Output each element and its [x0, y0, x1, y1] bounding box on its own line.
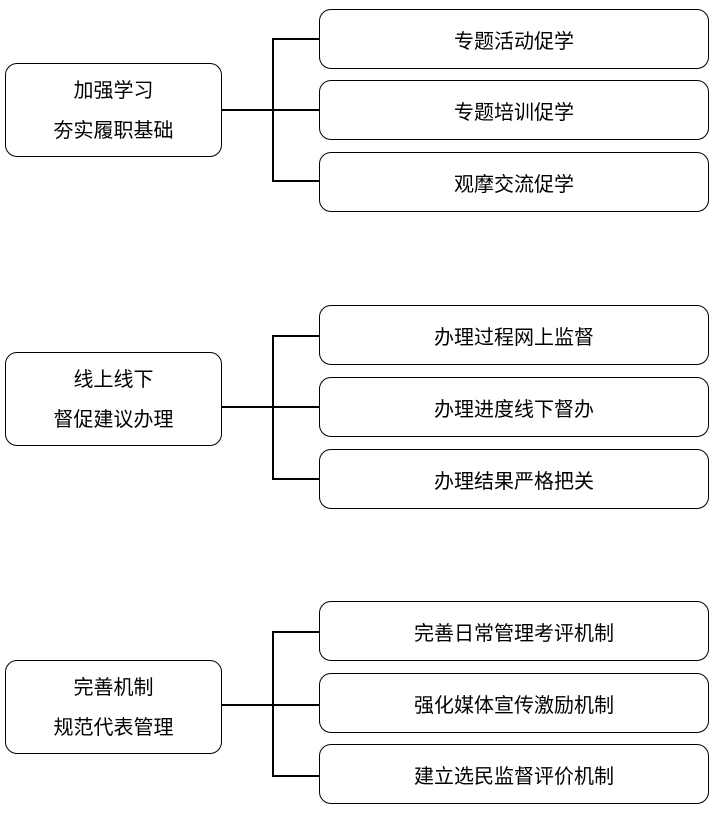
- item-box-3-1: 完善日常管理考评机制: [319, 601, 709, 661]
- connector-branch-1-1: [272, 38, 319, 40]
- item-label-3-2: 强化媒体宣传激励机制: [414, 692, 614, 717]
- item-box-2-1: 办理过程网上监督: [319, 305, 709, 365]
- connector-branch-1-2: [272, 109, 319, 111]
- connector-branch-3-1: [272, 631, 319, 633]
- main-box-1-line-2: 夯实履职基础: [53, 118, 174, 142]
- main-box-2-line-1: 线上线下: [73, 367, 154, 391]
- item-label-2-1: 办理过程网上监督: [434, 324, 594, 349]
- item-box-1-2: 专题培训促学: [319, 80, 709, 140]
- item-label-3-3: 建立选民监督评价机制: [414, 763, 614, 788]
- item-box-3-2: 强化媒体宣传激励机制: [319, 673, 709, 733]
- item-label-2-3: 办理结果严格把关: [434, 468, 594, 493]
- main-box-3-line-1: 完善机制: [73, 675, 154, 699]
- connector-branch-2-2: [272, 406, 319, 408]
- connector-branch-1-3: [272, 180, 319, 182]
- item-label-1-2: 专题培训促学: [454, 99, 574, 124]
- item-label-2-2: 办理进度线下督办: [434, 396, 594, 421]
- main-box-1: 加强学习 夯实履职基础: [5, 63, 222, 157]
- connector-main-2: [222, 406, 273, 408]
- item-box-1-1: 专题活动促学: [319, 9, 709, 69]
- main-box-2: 线上线下 督促建议办理: [5, 352, 222, 446]
- item-box-1-3: 观摩交流促学: [319, 152, 709, 212]
- connector-branch-2-3: [272, 478, 319, 480]
- connector-branch-3-3: [272, 775, 319, 777]
- main-box-3-line-2: 规范代表管理: [53, 715, 174, 739]
- connector-trunk-3: [272, 631, 274, 776]
- connector-main-3: [222, 704, 273, 706]
- main-box-2-line-2: 督促建议办理: [53, 407, 174, 431]
- connector-main-1: [222, 109, 273, 111]
- item-label-3-1: 完善日常管理考评机制: [414, 620, 614, 645]
- main-box-1-line-1: 加强学习: [73, 78, 154, 102]
- item-label-1-3: 观摩交流促学: [454, 171, 574, 196]
- main-box-3: 完善机制 规范代表管理: [5, 660, 222, 754]
- item-box-2-2: 办理进度线下督办: [319, 377, 709, 437]
- item-label-1-1: 专题活动促学: [454, 28, 574, 53]
- item-box-3-3: 建立选民监督评价机制: [319, 744, 709, 804]
- item-box-2-3: 办理结果严格把关: [319, 449, 709, 509]
- connector-branch-3-2: [272, 704, 319, 706]
- connector-branch-2-1: [272, 335, 319, 337]
